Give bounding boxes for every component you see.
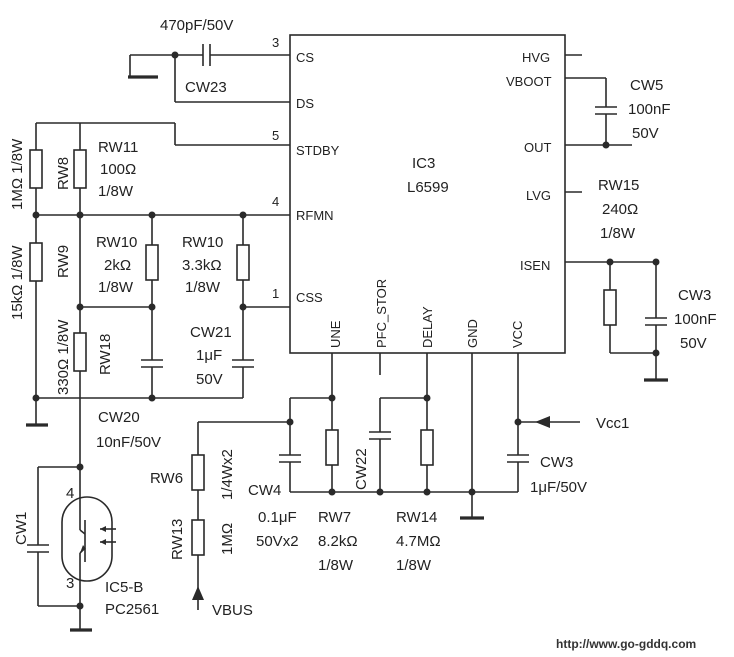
- ic5-part: PC2561: [105, 601, 159, 618]
- rw6-value: 1/4Wx2: [219, 449, 236, 500]
- stdby-rfmn-network: [26, 122, 290, 540]
- pin-name-pfc-stor: PFC_STOR: [374, 279, 389, 348]
- cw4-value: 0.1μF: [258, 509, 297, 526]
- cw3-isen-ref: CW3: [678, 287, 711, 304]
- pin-name-rfmn: RFMN: [296, 208, 334, 223]
- pin-num-stdby: 5: [272, 128, 279, 143]
- rw15-ref: RW15: [598, 177, 639, 194]
- bottom-pin-network: [279, 353, 580, 520]
- pin-name-hvg: HVG: [522, 50, 550, 65]
- rw7-value: 8.2kΩ: [318, 533, 358, 550]
- cw4-voltage: 50Vx2: [256, 533, 299, 550]
- vcc1-label: Vcc1: [596, 415, 629, 432]
- pin-name-isen: ISEN: [520, 258, 550, 273]
- rw7-power: 1/8W: [318, 557, 354, 574]
- rw14-power: 1/8W: [396, 557, 432, 574]
- rw6-ref: RW6: [150, 470, 183, 487]
- pin-name-vboot: VBOOT: [506, 74, 552, 89]
- pin-name-cs: CS: [296, 50, 314, 65]
- rw13-ref: RW13: [169, 519, 186, 560]
- cw3-isen-voltage: 50V: [680, 335, 707, 352]
- pin-num-rfmn: 4: [272, 194, 279, 209]
- cw3-isen-value: 100nF: [674, 311, 717, 328]
- cw21-ref: CW21: [190, 324, 232, 341]
- pin-num-css: 1: [272, 286, 279, 301]
- cw21-value: 1μF: [196, 347, 222, 364]
- pin-name-vcc: VCC: [510, 321, 525, 348]
- rw10a-ref: RW10: [96, 234, 137, 251]
- cw20-ref: CW20: [98, 409, 140, 426]
- right-pin-network: [565, 54, 668, 382]
- pin-name-gnd: GND: [465, 319, 480, 348]
- pin-name-stdby: STDBY: [296, 143, 340, 158]
- optocoupler-ic5b: [27, 463, 116, 632]
- cw23-ref: CW23: [185, 79, 227, 96]
- cw3-vcc-ref: CW3: [540, 454, 573, 471]
- rw14-value: 4.7MΩ: [396, 533, 441, 550]
- rw11-ref: RW11: [98, 139, 138, 156]
- cw1-ref: CW1: [13, 512, 30, 545]
- pin-name-ds: DS: [296, 96, 314, 111]
- rw11-value: 100Ω: [100, 161, 136, 178]
- cw23-value: 470pF/50V: [160, 17, 233, 34]
- cw5-value: 100nF: [628, 101, 671, 118]
- ic3-body: [289, 34, 566, 354]
- rw14-ref: RW14: [396, 509, 437, 526]
- cw4-ref: CW4: [248, 482, 281, 499]
- ic3-ref: IC3: [412, 155, 435, 172]
- ic5-pin4: 4: [66, 485, 74, 502]
- pin-name-delay: DELAY: [420, 306, 435, 348]
- vbus-divider: [191, 421, 290, 610]
- rw15-value: 240Ω: [602, 201, 638, 218]
- rw15-power: 1/8W: [600, 225, 636, 242]
- rw11-power: 1/8W: [98, 183, 134, 200]
- rw8-value: 1MΩ 1/8W: [9, 138, 26, 210]
- pin-num-cs: 3: [272, 35, 279, 50]
- pin-name-out: OUT: [524, 140, 552, 155]
- rw13-value: 1MΩ: [219, 523, 236, 555]
- rw7-ref: RW7: [318, 509, 351, 526]
- rw9-ref: RW9: [55, 245, 72, 278]
- rw10b-ref: RW10: [182, 234, 223, 251]
- rw10b-power: 1/8W: [185, 279, 221, 296]
- cw23-network: [128, 44, 290, 103]
- vbus-label: VBUS: [212, 602, 253, 619]
- cw20-value: 10nF/50V: [96, 434, 161, 451]
- rw10a-power: 1/8W: [98, 279, 134, 296]
- pin-name-une: UNE: [328, 320, 343, 348]
- rw18-value: 330Ω 1/8W: [55, 319, 72, 395]
- cw5-voltage: 50V: [632, 125, 659, 142]
- cw22-ref: CW22: [353, 448, 370, 490]
- rw8-ref: RW8: [55, 157, 72, 190]
- watermark-url: http://www.go-gddq.com: [556, 637, 696, 651]
- cw3-vcc-value: 1μF/50V: [530, 479, 587, 496]
- rw10b-value: 3.3kΩ: [182, 257, 222, 274]
- rw18-ref: RW18: [97, 334, 114, 375]
- pin-name-css: CSS: [296, 290, 323, 305]
- rw10a-value: 2kΩ: [104, 257, 131, 274]
- cw21-voltage: 50V: [196, 371, 223, 388]
- rw9-value: 15kΩ 1/8W: [9, 245, 26, 320]
- ic5-ref: IC5-B: [105, 579, 143, 596]
- cw5-ref: CW5: [630, 77, 663, 94]
- ic5-pin3: 3: [66, 575, 74, 592]
- ic3-part: L6599: [407, 179, 449, 196]
- pin-name-lvg: LVG: [526, 188, 551, 203]
